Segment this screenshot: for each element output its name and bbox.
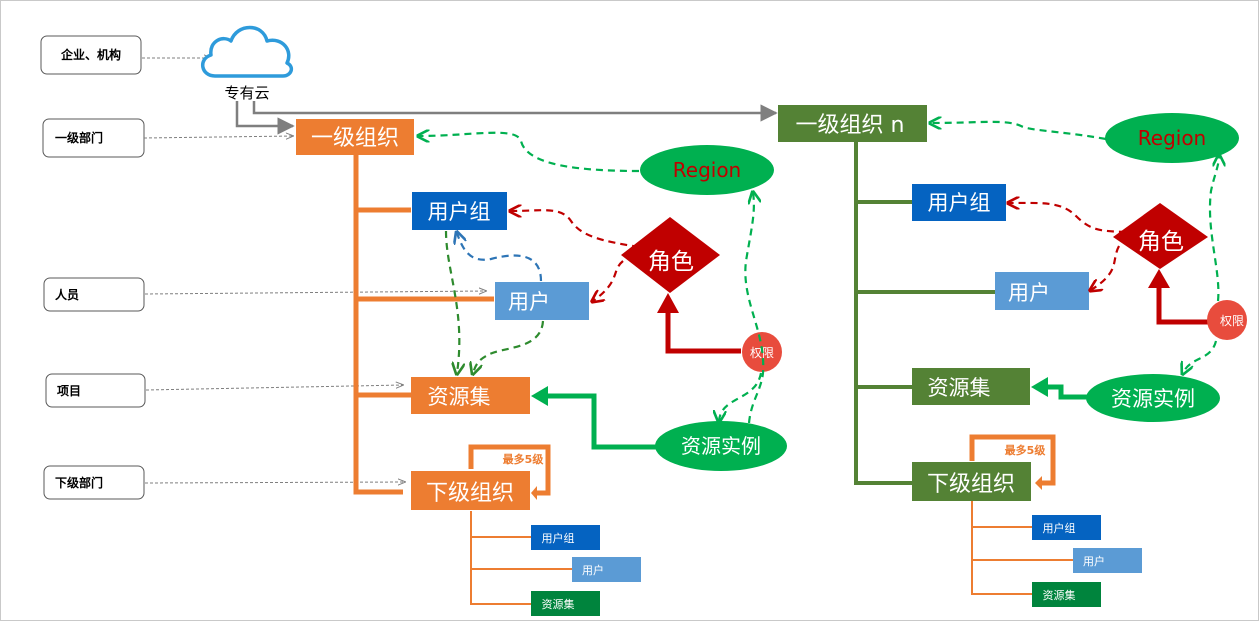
right-sub-usergroup: 用户组 <box>1032 515 1101 540</box>
left-suborg-label: 下级组织 <box>426 481 514 506</box>
left-suborg-box: 下级组织 <box>411 471 530 510</box>
right-role-diamond: 角色 <box>1113 203 1208 269</box>
right-suborg-label: 下级组织 <box>927 472 1015 497</box>
legend-sub-dept: 下级部门 <box>43 465 145 500</box>
left-sub-user-label: 用户 <box>582 563 604 577</box>
right-role-label: 角色 <box>1138 229 1184 255</box>
left-region-ellipse: Region <box>640 145 774 195</box>
right-org-box: 一级组织 n <box>778 105 927 142</box>
right-usergroup-label: 用户组 <box>928 191 991 215</box>
right-user-box: 用户 <box>995 272 1089 310</box>
legend-pointers <box>142 58 486 483</box>
left-sub-usergroup: 用户组 <box>531 525 600 550</box>
left-sub-user: 用户 <box>572 557 641 582</box>
right-permission-arrow: 权限 <box>1148 269 1247 340</box>
legend-project: 项目 <box>45 373 146 408</box>
left-instance-ellipse: 资源实例 <box>531 386 787 471</box>
right-instance-ellipse: 资源实例 <box>1031 374 1220 422</box>
left-sub-usergroup-label: 用户组 <box>542 531 575 545</box>
left-subtree-lines <box>470 511 572 605</box>
legend-person-label: 人员 <box>55 287 79 302</box>
left-max-level-loop <box>468 444 551 500</box>
left-usergroup-label: 用户组 <box>428 200 491 224</box>
right-usergroup-box: 用户组 <box>912 184 1006 221</box>
right-sub-user-label: 用户 <box>1083 554 1105 568</box>
left-max-levels-label: 最多5级 <box>503 452 545 466</box>
right-max-level-loop <box>969 434 1056 490</box>
right-subtree-lines <box>971 501 1073 595</box>
cloud-connectors <box>235 101 778 135</box>
right-resset-box: 资源集 <box>912 368 1030 405</box>
right-resset-label: 资源集 <box>928 376 991 400</box>
legend-enterprise: 企业、机构 <box>40 35 142 75</box>
legend-sub-dept-label: 下级部门 <box>55 475 103 490</box>
left-sub-resset: 资源集 <box>531 591 600 616</box>
left-user-box: 用户 <box>495 282 589 320</box>
left-region-label: Region <box>673 158 741 182</box>
left-org-box: 一级组织 <box>296 119 414 155</box>
legend-project-label: 项目 <box>57 384 81 398</box>
left-resset-box: 资源集 <box>411 377 530 414</box>
left-user-label: 用户 <box>508 290 550 314</box>
right-sub-user: 用户 <box>1073 548 1142 573</box>
cloud-icon <box>201 25 294 78</box>
right-suborg-box: 下级组织 <box>912 462 1031 501</box>
right-instance-label: 资源实例 <box>1111 387 1195 411</box>
left-dashed-relations <box>419 133 765 423</box>
right-region-label: Region <box>1138 126 1206 150</box>
left-instance-label: 资源实例 <box>681 434 761 458</box>
left-permission-arrow: 权限 <box>657 293 782 372</box>
right-sub-resset-label: 资源集 <box>1043 588 1076 602</box>
legend-first-dept: 一级部门 <box>42 118 145 158</box>
legend-person: 人员 <box>43 277 145 312</box>
left-role-label: 角色 <box>648 249 694 275</box>
left-sub-resset-label: 资源集 <box>542 597 575 611</box>
right-sub-resset: 资源集 <box>1032 582 1101 607</box>
left-org-label: 一级组织 <box>311 126 399 151</box>
cloud-label: 专有云 <box>224 84 269 102</box>
right-org-label: 一级组织 n <box>796 113 905 138</box>
right-tree-lines <box>854 141 995 485</box>
legend-enterprise-label: 企业、机构 <box>60 47 121 62</box>
right-permission-label: 权限 <box>1220 314 1244 328</box>
right-dashed-relations <box>931 122 1219 373</box>
right-max-levels-label: 最多5级 <box>1005 443 1047 457</box>
left-usergroup-box: 用户组 <box>412 192 507 230</box>
left-tree-lines <box>353 154 494 495</box>
left-resset-label: 资源集 <box>428 385 491 409</box>
right-region-ellipse: Region <box>1105 113 1239 163</box>
right-sub-usergroup-label: 用户组 <box>1043 521 1076 535</box>
right-user-label: 用户 <box>1008 281 1050 305</box>
legend-first-dept-label: 一级部门 <box>55 130 103 145</box>
left-role-diamond: 角色 <box>621 217 720 293</box>
